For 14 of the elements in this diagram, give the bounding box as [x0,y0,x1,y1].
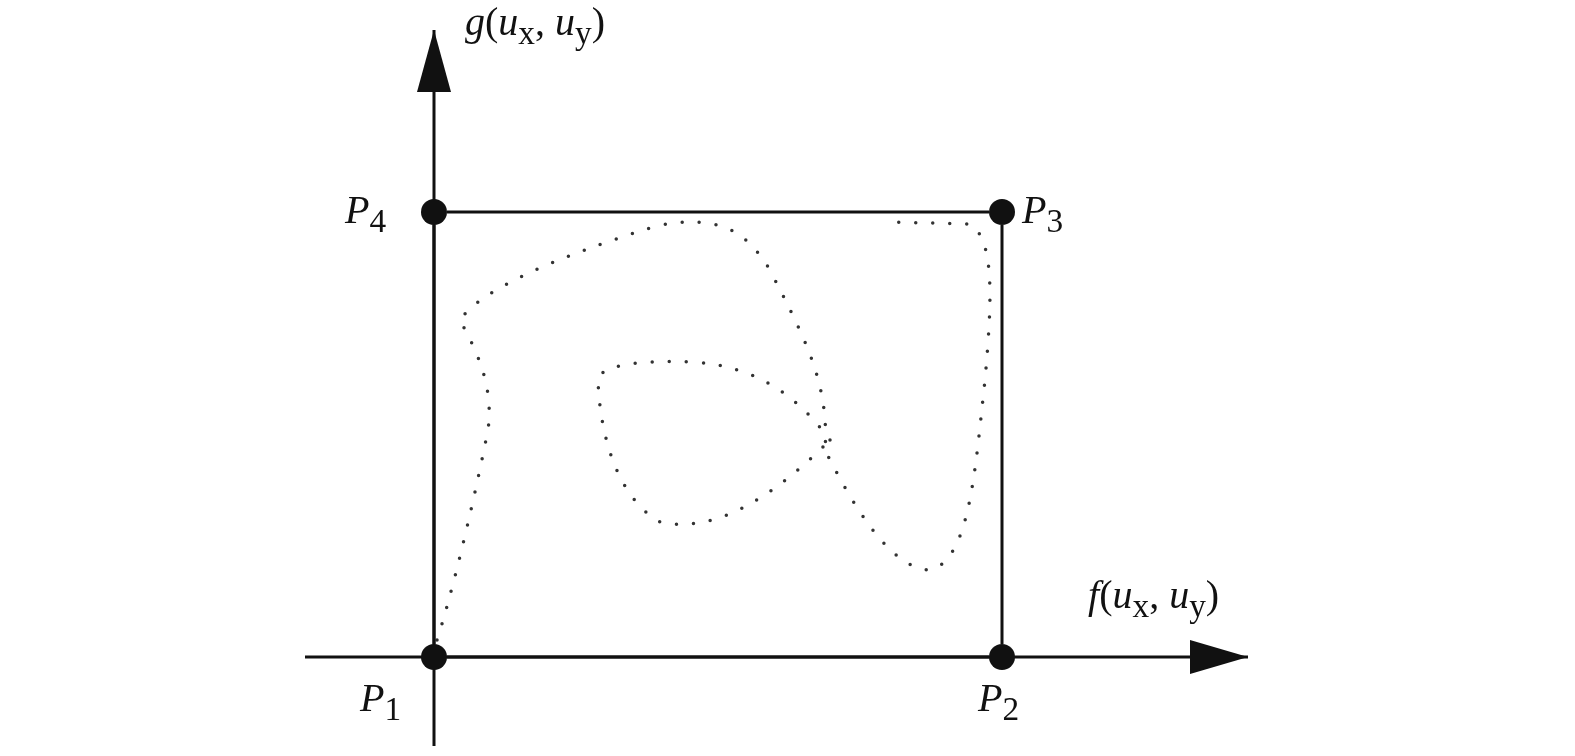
axis-label: g(u$_{x}$, u$_{y}$) [465,2,605,50]
point-label: P$_{4}$ [345,190,387,238]
point-dot [421,644,447,670]
rectangle-side [447,210,989,214]
point-label: P$_{2}$ [978,678,1020,726]
rectangle-side [1000,225,1004,644]
rectangle-side [447,655,989,659]
point-label: P$_{3}$ [1022,190,1064,238]
point-dot [989,644,1015,670]
point-label: P$_{1}$ [360,678,402,726]
axis-label: f(u$_{x}$, u$_{y}$) [1088,575,1220,623]
point-dot [989,199,1015,225]
point-dot [421,199,447,225]
rectangle-side [432,225,436,644]
